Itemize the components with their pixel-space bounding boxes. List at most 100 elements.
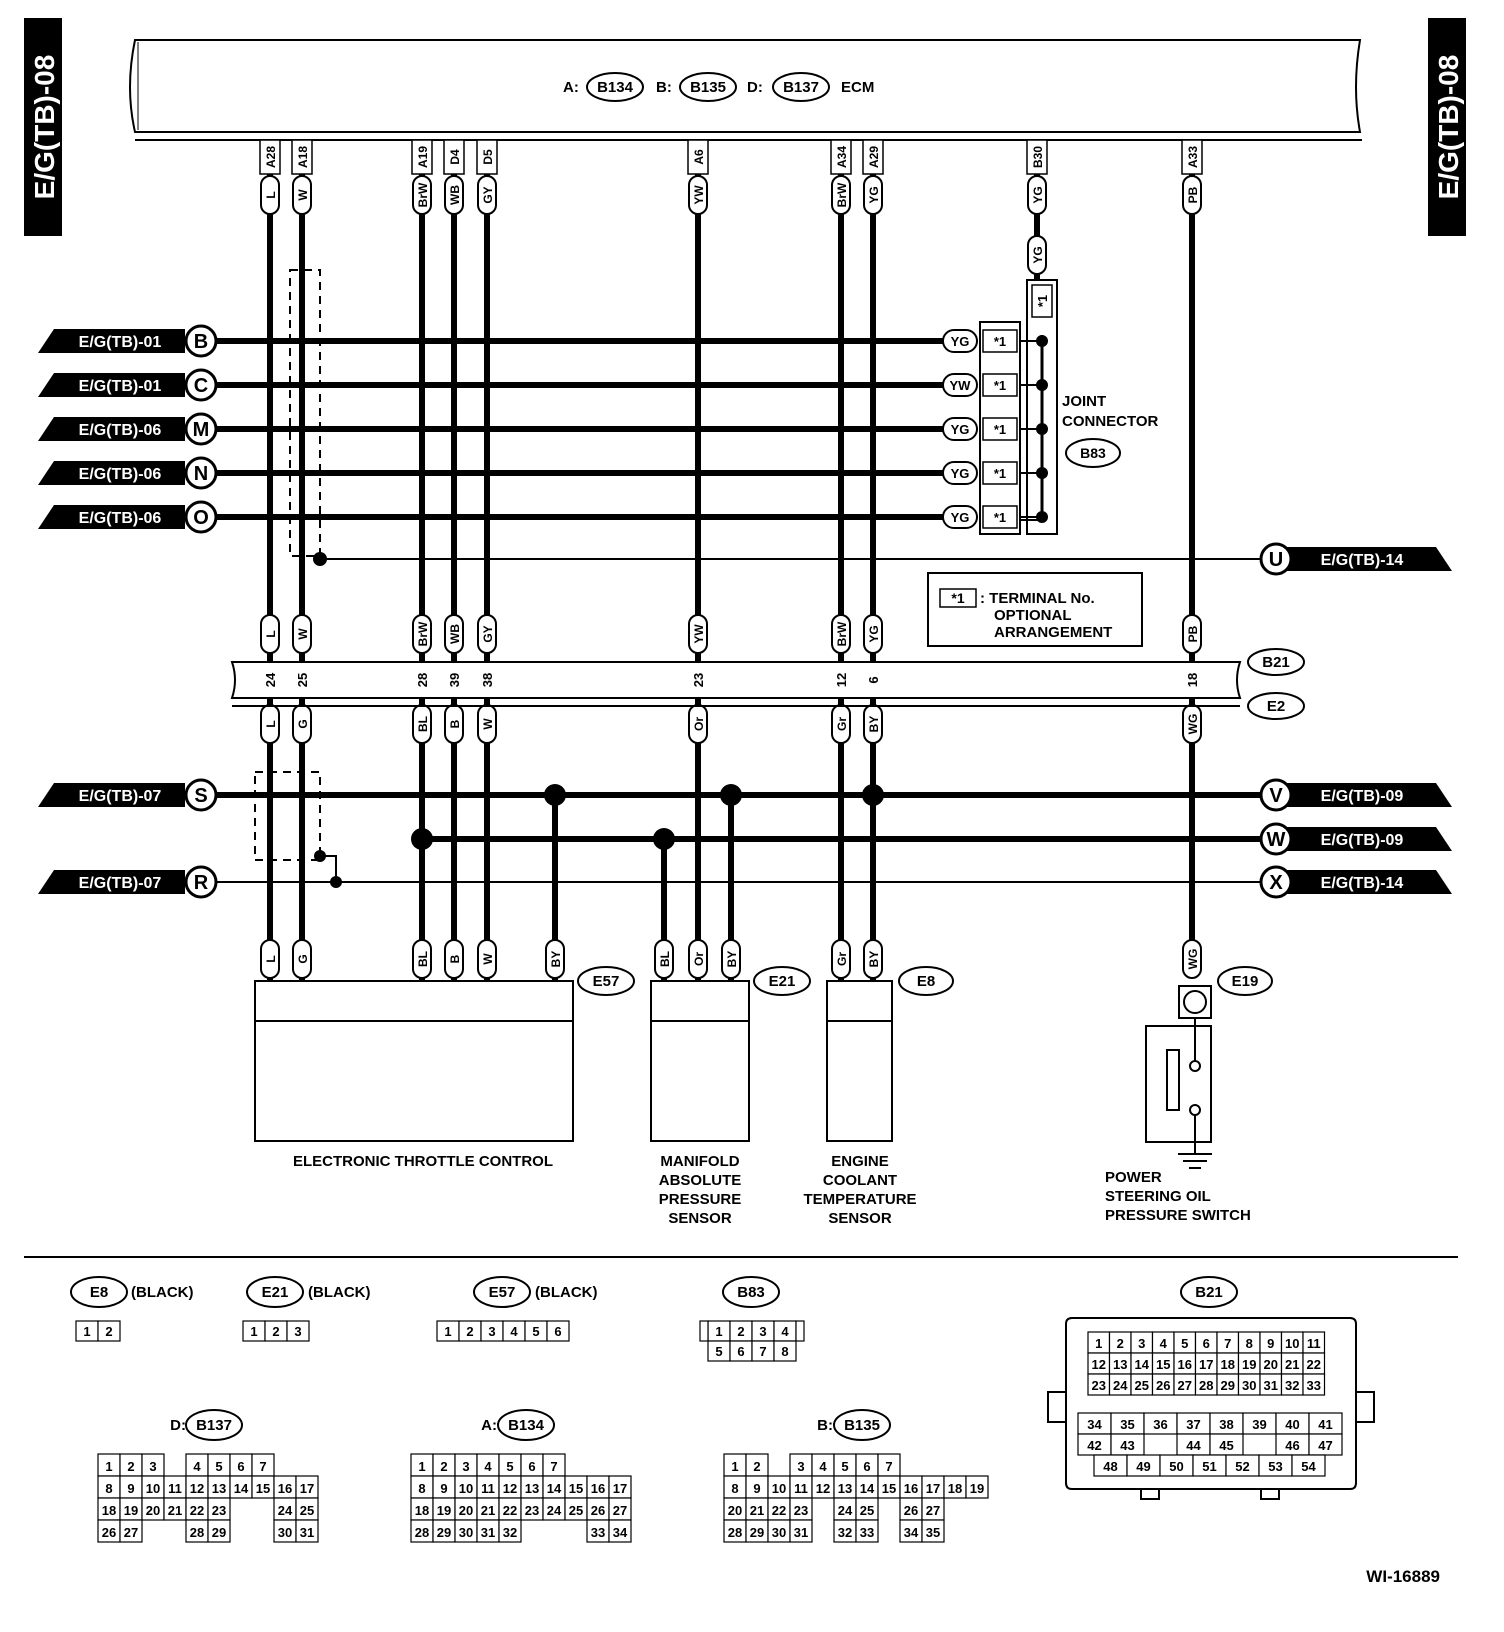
ecm-wire-tag-3: WB — [448, 185, 462, 205]
view-b135-pin-3: 3 — [797, 1459, 804, 1474]
ecm-wire-tag-3-shape — [444, 175, 464, 215]
ecm-header: A: B134 B: B135 D: B137 ECM — [563, 72, 874, 102]
view-b21-upper-pin-22: 22 — [1307, 1357, 1321, 1372]
view-b21-upper-pin-21: 21 — [1285, 1357, 1299, 1372]
ecm-wire-tag-6: BrW — [835, 182, 849, 207]
view-b137-pin-20: 20 — [146, 1503, 160, 1518]
e57-wire-tag-shape-4 — [477, 939, 497, 979]
b21-pin-1: 25 — [295, 673, 310, 687]
joint-top-star: *1 — [1035, 295, 1050, 307]
view-b134-pin-16: 16 — [591, 1481, 605, 1496]
ecm-pin-box-6 — [830, 139, 852, 175]
right-ref-text-0: E/G(TB)-14 — [1321, 552, 1404, 569]
view-b137-pin-22: 22 — [190, 1503, 204, 1518]
view-b135-pin-7: 7 — [885, 1459, 892, 1474]
ecm-pin-box-2 — [411, 139, 433, 175]
view-b21-lower-pin-36: 36 — [1153, 1417, 1167, 1432]
e19-wire-tag: WG — [1186, 949, 1200, 970]
b21-upper-wire-tag-7-shape — [863, 614, 883, 654]
view-b135-pin-31: 31 — [794, 1525, 808, 1540]
view-b135-pin-33: 33 — [860, 1525, 874, 1540]
joint-dot-0 — [1036, 335, 1048, 347]
view-b135-cell-3-6 — [855, 1519, 879, 1543]
view-b21-upper-pin-27: 27 — [1178, 1378, 1192, 1393]
view-b137-cell-3-1 — [119, 1519, 143, 1543]
view-b137-prefix: D: — [170, 1417, 186, 1434]
view-b134-cell-3-4 — [498, 1519, 522, 1543]
left-ref-text-3: E/G(TB)-06 — [79, 466, 162, 483]
e8-name-3: TEMPERATURE — [803, 1191, 916, 1208]
ecm-conn-b: B135 — [690, 79, 726, 96]
ecm-pin-box-1 — [291, 139, 313, 175]
left-ref-text-0: E/G(TB)-01 — [79, 334, 162, 351]
view-b21-upper-pin-5: 5 — [1181, 1336, 1188, 1351]
view-b21-lower-pin-39: 39 — [1252, 1417, 1266, 1432]
view-b135-pin-35: 35 — [926, 1525, 940, 1540]
view-b21-upper-pin-17: 17 — [1199, 1357, 1213, 1372]
view-e57-pin-4: 4 — [510, 1324, 518, 1339]
view-b21-lower-pin-41: 41 — [1318, 1417, 1332, 1432]
ecm-wire-tag-8: YG — [1031, 186, 1045, 203]
view-b135-pin-10: 10 — [772, 1481, 786, 1496]
view-b135-pin-14: 14 — [860, 1481, 875, 1496]
ecm-wire-tag-9: PB — [1186, 186, 1200, 203]
view-b134-pin-18: 18 — [415, 1503, 429, 1518]
view-e57-header: E57 (BLACK) — [473, 1276, 597, 1308]
view-b21-lower-pin-54: 54 — [1301, 1459, 1316, 1474]
view-b135-pin-19: 19 — [970, 1481, 984, 1496]
ecm-pin-5: A6 — [692, 149, 706, 165]
joint-wire-tag-shape-2 — [942, 417, 978, 441]
ecm-prefix-d: D: — [747, 79, 763, 96]
view-b135-conn: B135 — [844, 1417, 880, 1434]
left-ref-circle-3 — [184, 456, 218, 490]
ecm-wire-tag-0: L — [264, 191, 278, 198]
view-b135-pin-29: 29 — [750, 1525, 764, 1540]
right-ref-circle-3 — [1259, 865, 1293, 899]
right-ref-arrow-3 — [1286, 870, 1452, 894]
left-ref-arrow-4 — [38, 505, 185, 529]
view-b21-lower-pin-37: 37 — [1186, 1417, 1200, 1432]
view-b134-pin-9: 9 — [440, 1481, 447, 1496]
view-b137-pin-15: 15 — [256, 1481, 270, 1496]
view-b21-upper-pin-32: 32 — [1285, 1378, 1299, 1393]
view-b135-pin-22: 22 — [772, 1503, 786, 1518]
ecm-wire-tag-2: BrW — [416, 182, 430, 207]
e57-wire-tag-shape-3 — [444, 939, 464, 979]
view-b21-lower-pin-53: 53 — [1268, 1459, 1282, 1474]
joint-star-box-0 — [982, 329, 1018, 353]
e21-wire-tag-shape-2 — [721, 939, 741, 979]
ecm-prefix-a: A: — [563, 79, 579, 96]
ecm-wire-tag-5: YW — [692, 185, 706, 205]
b21-pin-7: 6 — [866, 676, 881, 683]
view-b135-pin-30: 30 — [772, 1525, 786, 1540]
view-b134-pin-11: 11 — [481, 1481, 495, 1496]
ecm-pin-1: A18 — [296, 146, 310, 168]
legend-star: *1 — [951, 590, 964, 606]
b21-upper-wire-tag-1-shape — [292, 614, 312, 654]
view-e21-pin-2: 2 — [272, 1324, 279, 1339]
ecm-wire-tag-4-shape — [477, 175, 497, 215]
ecm-pin-6: A34 — [835, 146, 849, 168]
e2-lower-wire-tag-7: BY — [867, 716, 881, 733]
view-b137-pin-18: 18 — [102, 1503, 116, 1518]
view-b135-pin-25: 25 — [860, 1503, 874, 1518]
view-b83-cell-1-3 — [773, 1340, 797, 1362]
view-b135-pin-9: 9 — [753, 1481, 760, 1496]
b21-upper-wire-tag-0-shape — [260, 614, 280, 654]
ecm-wire-tag-1: W — [296, 189, 310, 201]
view-b137-pin-26: 26 — [102, 1525, 116, 1540]
view-e8-cell-0-1 — [97, 1320, 121, 1342]
view-b21-upper-pin-20: 20 — [1264, 1357, 1278, 1372]
joint-label-1: JOINT — [1062, 393, 1106, 410]
view-b134-pin-22: 22 — [503, 1503, 517, 1518]
view-b137-pin-14: 14 — [234, 1481, 249, 1496]
right-ref-circle-0 — [1259, 542, 1293, 576]
e19-name-1: POWER — [1105, 1169, 1162, 1186]
view-b134-pin-15: 15 — [569, 1481, 583, 1496]
b21-upper-wire-tag-7: YG — [867, 625, 881, 642]
ecm-prefix-b: B: — [656, 79, 672, 96]
view-b137-pin-28: 28 — [190, 1525, 204, 1540]
joint-rows: YG*1YW*1YG*1YG*1YG*1 — [942, 329, 1048, 529]
view-b134-pin-14: 14 — [547, 1481, 562, 1496]
e21-wire-tag-1: Or — [692, 952, 706, 966]
